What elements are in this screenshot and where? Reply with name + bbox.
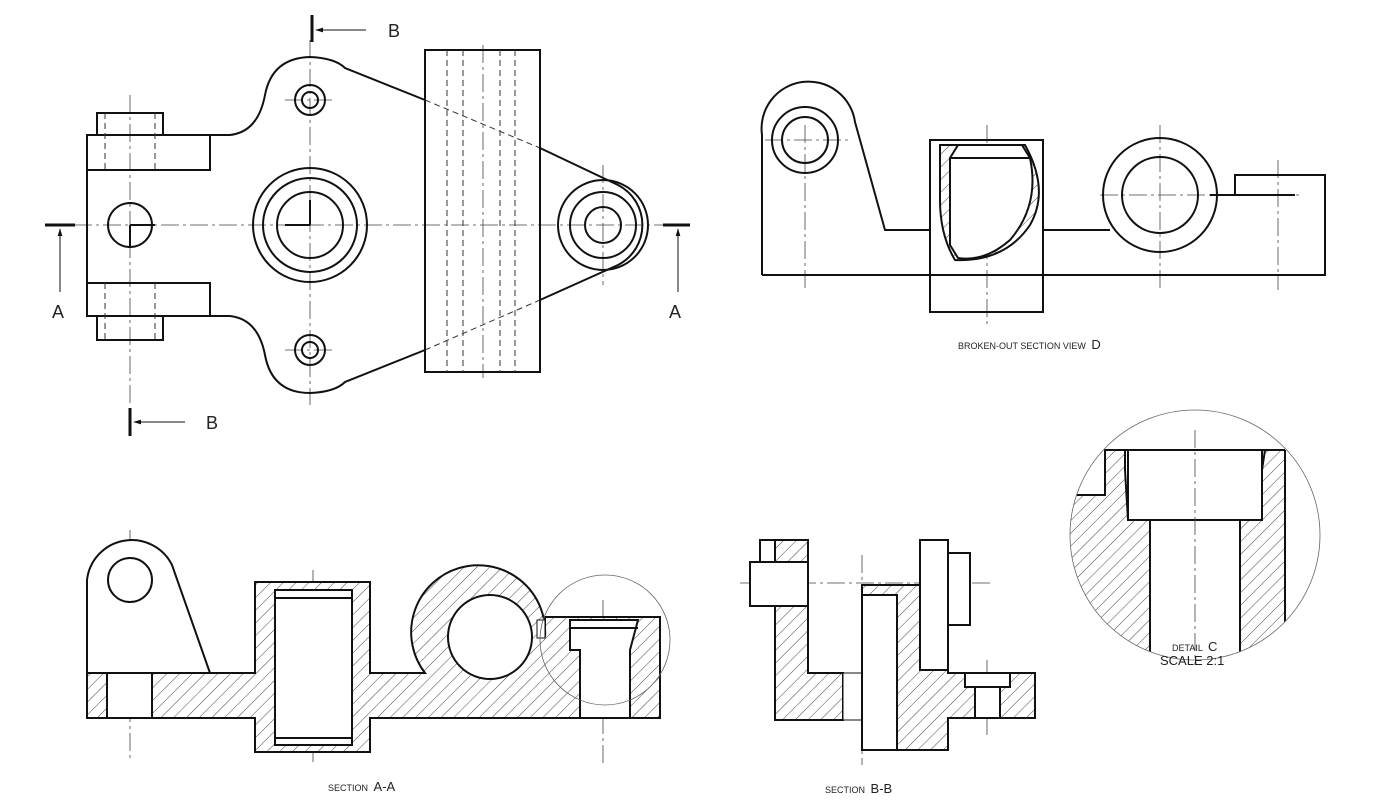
section-bb-caption: SECTION <box>825 785 865 795</box>
view-d-letter: D <box>1091 337 1100 352</box>
section-a-a: SECTION A-A <box>86 530 671 794</box>
top-view <box>45 40 690 405</box>
view-d-caption: BROKEN-OUT SECTION VIEW <box>958 341 1086 351</box>
broken-out-section-view-d: BROKEN-OUT SECTION VIEW D <box>760 80 1326 352</box>
detail-c-letter: C <box>1208 639 1217 654</box>
detail-c-caption: DETAIL <box>1172 643 1203 653</box>
cutting-plane-a: A A <box>45 223 690 322</box>
section-bb-letters: B-B <box>871 781 893 796</box>
section-aa-caption: SECTION <box>328 783 368 793</box>
cut-label-b-top: B <box>388 21 400 41</box>
svg-text:SECTION A-A: SECTION A-A <box>328 779 396 794</box>
cut-label-a-left: A <box>52 302 64 322</box>
cut-label-a-right: A <box>669 302 681 322</box>
svg-text:BROKEN-OUT SECTION VIEW: BROKEN-OUT SECTION VIEW D <box>958 337 1101 352</box>
svg-text:DETAIL C: DETAIL C <box>1172 639 1217 654</box>
cut-label-b-bottom: B <box>206 413 218 433</box>
section-aa-letters: A-A <box>374 779 396 794</box>
cutting-plane-b: B B <box>128 15 400 436</box>
section-b-b: SECTION B-B <box>740 539 1036 796</box>
svg-text:SECTION B-B: SECTION B-B <box>825 781 892 796</box>
detail-c: DETAIL C SCALE 2:1 <box>1069 409 1321 668</box>
detail-c-scale: SCALE 2:1 <box>1160 653 1224 668</box>
